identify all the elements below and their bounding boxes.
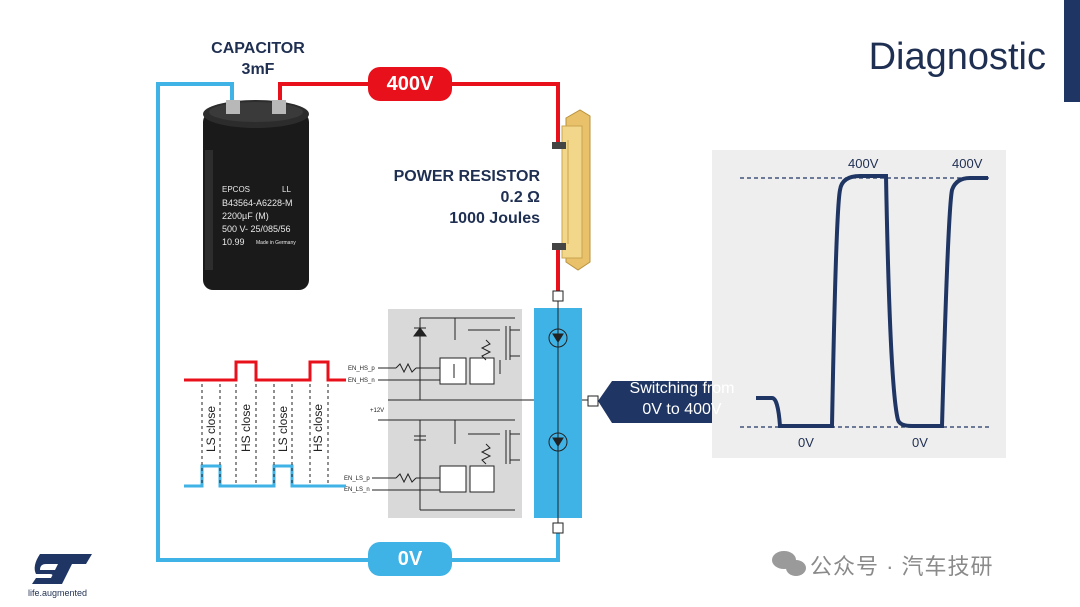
gate-driver-schematic [372, 317, 590, 511]
accent-bar [1064, 0, 1080, 102]
pin-supply: +12V [370, 408, 384, 414]
pin-en-ls-n: EN_LS_n [344, 487, 370, 493]
callout-text: Switching from 0V to 400V [612, 378, 752, 420]
bottom-node-terminal [552, 522, 564, 534]
capacitor-code: LL [282, 185, 291, 194]
waveform-peak-label-2: 400V [952, 156, 983, 171]
capacitor-label: CAPACITOR 3mF [188, 38, 328, 80]
capacitor-terminal-pos [272, 100, 286, 114]
output-node-terminal [587, 395, 599, 407]
waveform-peak-label-1: 400V [848, 156, 879, 171]
waveform-floor-label-1: 0V [798, 435, 814, 450]
callout-line1: Switching from [629, 380, 735, 397]
timing-label-1: LS close [204, 406, 218, 452]
capacitor-brand: EPCOS [222, 185, 250, 194]
resistor-label-line1: POWER RESISTOR [393, 168, 540, 185]
slide-title: Diagnostic [868, 36, 1046, 78]
control-timing-diagram: LS close HS close LS close HS close [184, 360, 346, 488]
capacitor-label-line1: CAPACITOR [211, 40, 305, 57]
timing-label-3: LS close [276, 406, 290, 452]
timing-label-2: HS close [239, 404, 253, 452]
hs-enable-signal [184, 360, 346, 382]
capacitor-capacitance: 2200µF (M) [222, 211, 269, 221]
capacitor-terminal-neg [226, 100, 240, 114]
st-tagline: life.augmented [28, 588, 88, 598]
capacitor-part: B43564-A6228-M [222, 198, 293, 208]
capacitor-origin: Made in Germany [256, 240, 296, 246]
pin-en-hs-n: EN_HS_n [348, 378, 375, 384]
pin-en-hs-p: EN_HS_p [348, 366, 375, 372]
high-rail-badge: 400V [368, 67, 452, 101]
st-logo [32, 554, 92, 584]
capacitor: EPCOS LL B43564-A6228-M 2200µF (M) 500 V… [203, 100, 309, 290]
watermark-text: 公众号 · 汽车技研 [810, 554, 994, 579]
power-resistor [552, 109, 591, 271]
timing-label-4: HS close [311, 404, 325, 452]
capacitor-rating: 500 V- 25/085/56 [222, 224, 291, 234]
top-node-terminal [552, 290, 564, 302]
capacitor-date: 10.99 [222, 237, 245, 247]
output-waveform [756, 174, 988, 428]
waveform-panel [712, 150, 1006, 458]
wechat-icon [772, 551, 806, 576]
resistor-label-line2: 0.2 Ω [500, 189, 540, 206]
low-rail-badge: 0V [368, 542, 452, 576]
capacitor-label-line2: 3mF [241, 61, 275, 78]
high-side-switch-icon [548, 328, 568, 348]
low-side-switch-icon [548, 432, 568, 452]
callout-line2: 0V to 400V [642, 401, 722, 418]
resistor-label: POWER RESISTOR 0.2 Ω 1000 Joules [360, 166, 540, 229]
waveform-floor-label-2: 0V [912, 435, 928, 450]
resistor-label-line3: 1000 Joules [449, 210, 540, 227]
pin-en-ls-p: EN_LS_p [344, 476, 370, 482]
ls-enable-signal [184, 464, 346, 488]
low-rail-wire [156, 82, 560, 562]
